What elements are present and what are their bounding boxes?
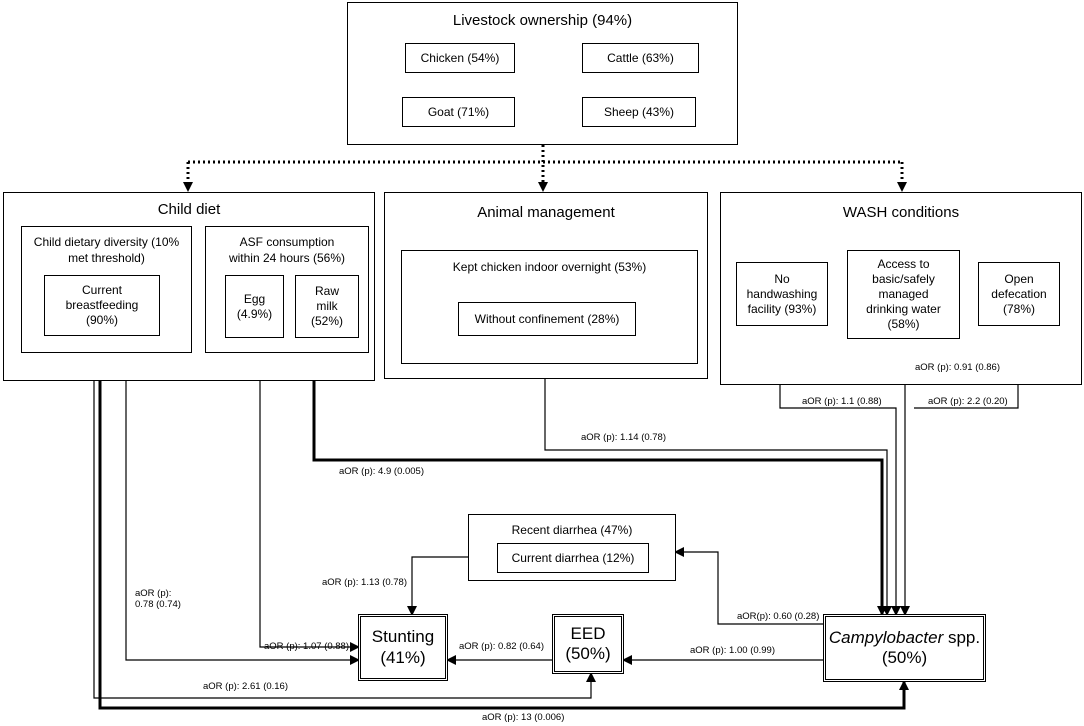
- dietary-diversity-label: Child dietary diversity (10% met thresho…: [33, 235, 180, 265]
- edge-label-campylobacter-eed: aOR (p): 1.00 (0.99): [690, 645, 776, 656]
- drinking-water-box: Access to basic/safely managed drinking …: [847, 250, 960, 339]
- asf-consumption-label: ASF consumption within 24 hours (56%): [228, 235, 346, 265]
- cattle-box: Cattle (63%): [582, 43, 699, 73]
- chicken-box: Chicken (54%): [405, 43, 515, 73]
- kept-chicken-box: Kept chicken indoor overnight (53%) With…: [401, 250, 698, 364]
- edge-label-water: aOR (p): 0.91 (0.86): [915, 362, 1001, 373]
- edge-breastfeeding-eed: [93, 335, 596, 699]
- child-diet-title: Child diet: [157, 201, 221, 218]
- without-confinement-box: Without confinement (28%): [458, 302, 636, 336]
- edge-label-egg-stunting: aOR (p): 1.07 (0.88): [264, 641, 350, 652]
- edge-diversity-stunting: [125, 335, 360, 665]
- edge-label-eed-stunting: aOR (p): 0.82 (0.64): [459, 641, 545, 652]
- edge-label-breastfeeding-eed: aOR (p): 2.61 (0.16): [203, 681, 289, 692]
- egg-box: Egg (4.9%): [225, 275, 284, 338]
- livestock-dotted-connectors: [183, 145, 907, 192]
- current-diarrhea-box: Current diarrhea (12%): [497, 543, 649, 573]
- sheep-box: Sheep (43%): [582, 97, 696, 127]
- raw-milk-box: Raw milk (52%): [295, 275, 359, 338]
- edge-label-confinement: aOR (p): 1.14 (0.78): [581, 432, 667, 443]
- edge-diarrhea-stunting: [407, 556, 468, 616]
- goat-box: Goat (71%): [402, 97, 515, 127]
- wash-conditions-box: WASH conditions No handwashing facility …: [720, 192, 1082, 385]
- campylobacter-box: Campylobacter spp. (50%): [823, 614, 986, 682]
- breastfeeding-box: Current breastfeeding (90%): [44, 275, 160, 336]
- animal-management-box: Animal management Kept chicken indoor ov…: [384, 192, 708, 379]
- edge-label-diarrhea-stunting: aOR (p): 1.13 (0.78): [322, 577, 408, 588]
- eed-box: EED (50%): [552, 614, 624, 674]
- child-diet-box: Child diet Child dietary diversity (10% …: [3, 192, 375, 381]
- wash-conditions-title: WASH conditions: [842, 204, 960, 221]
- campylobacter-label: Campylobacter spp.: [828, 627, 981, 647]
- asf-consumption-box: ASF consumption within 24 hours (56%) Eg…: [205, 226, 369, 353]
- livestock-title: Livestock ownership (94%): [452, 12, 633, 29]
- dietary-diversity-box: Child dietary diversity (10% met thresho…: [21, 226, 192, 353]
- open-defecation-box: Open defecation (78%): [978, 262, 1060, 326]
- livestock-ownership-box: Livestock ownership (94%) Chicken (54%) …: [347, 2, 738, 145]
- kept-chicken-label: Kept chicken indoor overnight (53%): [452, 260, 647, 274]
- animal-management-title: Animal management: [477, 204, 615, 221]
- edge-label-campylobacter-diarrhea: aOR(p): 0.60 (0.28): [737, 611, 820, 622]
- edge-campylobacter-diarrhea: [674, 547, 823, 625]
- edge-breastfeeding-campylobacter: [98, 335, 909, 710]
- edge-milk-campylobacter: [312, 338, 887, 616]
- handwashing-box: No handwashing facility (93%): [736, 262, 828, 326]
- recent-diarrhea-box: Recent diarrhea (47%) Current diarrhea (…: [468, 514, 676, 581]
- stunting-box: Stunting (41%): [358, 614, 448, 681]
- edge-label-breastfeeding-campylobacter: aOR (p): 13 (0.006): [482, 712, 565, 723]
- edge-label-diversity-stunting: aOR (p): 0.78 (0.74): [135, 588, 181, 611]
- edge-label-handwashing: aOR (p): 1.1 (0.88): [802, 396, 882, 407]
- edge-label-defecation: aOR (p): 2.2 (0.20): [928, 396, 1008, 407]
- edge-confinement-campylobacter: [544, 335, 892, 616]
- recent-diarrhea-label: Recent diarrhea (47%): [511, 523, 633, 537]
- edge-label-milk: aOR (p): 4.9 (0.005): [339, 466, 425, 477]
- edge-egg-stunting: [259, 338, 360, 652]
